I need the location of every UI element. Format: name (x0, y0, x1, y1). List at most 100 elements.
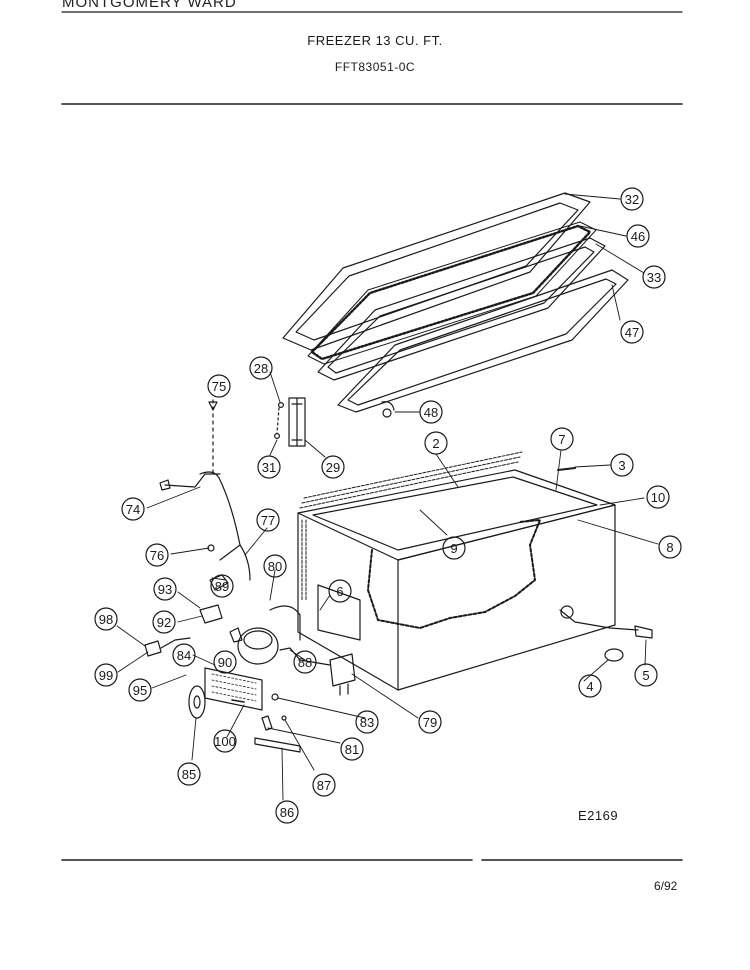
lid-inner-panel-edge (327, 246, 595, 374)
grommet-83 (271, 693, 279, 701)
callout-label: 92 (157, 615, 171, 630)
callout-label: 83 (360, 715, 374, 730)
revision-date: 6/92 (654, 879, 678, 893)
callout-46: 46 (626, 224, 650, 248)
callout-9: 9 (442, 536, 466, 560)
callout-92: 92 (152, 610, 176, 634)
cord-plug-lead (164, 473, 221, 488)
callout-label: 46 (631, 229, 645, 244)
cord-plug (159, 479, 171, 491)
cord-retainer-89 (209, 574, 229, 591)
callout-85: 85 (177, 762, 201, 786)
callout-28: 28 (249, 356, 273, 380)
callout-4: 4 (578, 674, 602, 698)
callout-label: 99 (99, 668, 113, 683)
lid-assembly (282, 192, 629, 418)
callout-99: 99 (94, 663, 118, 687)
callout-label: 85 (182, 767, 196, 782)
drain-cap-5 (634, 625, 653, 639)
callout-76: 76 (145, 543, 169, 567)
callout-label: 79 (423, 715, 437, 730)
cord-block-98 (144, 640, 162, 657)
service-tube-88 (279, 647, 331, 666)
liner-cutaway (367, 519, 541, 629)
lid-outer-inner-edge (295, 202, 579, 341)
callout-label: 33 (647, 270, 661, 285)
callout-label: 47 (625, 325, 639, 340)
lid-inner-panel (317, 237, 606, 381)
callout-label: 98 (99, 612, 113, 627)
callout-label: 75 (212, 379, 226, 394)
cabinet-side-face (397, 504, 616, 691)
drain-plug (560, 605, 574, 619)
callout-label: 48 (424, 405, 438, 420)
lid-liner (307, 221, 597, 365)
callout-label: 28 (254, 361, 268, 376)
mount-bracket (254, 737, 301, 753)
callout-label: 95 (133, 683, 147, 698)
callout-label: 90 (218, 655, 232, 670)
condenser-coils (299, 451, 523, 509)
callout-label: 84 (177, 648, 191, 663)
callout-80: 80 (263, 554, 287, 578)
callout-label: 29 (326, 460, 340, 475)
lid-outer (282, 192, 591, 351)
callout-48: 48 (419, 400, 443, 424)
refrigerant-line (269, 605, 301, 641)
callout-33: 33 (642, 265, 666, 289)
callout-7: 7 (550, 427, 574, 451)
drain-tube (559, 609, 639, 631)
callout-label: 6 (336, 584, 343, 599)
model-number: FFT83051-0C (334, 60, 416, 74)
leader-lines (116, 193, 659, 801)
callout-77: 77 (256, 508, 280, 532)
callout-79: 79 (418, 710, 442, 734)
hinge-assembly (274, 397, 306, 447)
compressor-assembly (188, 605, 356, 753)
grille-90 (204, 667, 263, 711)
control-box-79 (329, 653, 356, 687)
callout-label: 8 (666, 540, 673, 555)
callout-label: 7 (558, 432, 565, 447)
lid-fastener (381, 401, 395, 411)
rim-clip-3 (557, 467, 576, 471)
callout-label: 81 (345, 742, 359, 757)
callout-90: 90 (213, 650, 237, 674)
callout-label: 100 (214, 734, 236, 749)
mount-grommet-81 (261, 715, 273, 731)
callout-label: 87 (317, 778, 331, 793)
callout-label: 2 (432, 436, 439, 451)
callout-3: 3 (610, 453, 634, 477)
lid-screw-48 (382, 408, 392, 418)
start-relay (229, 627, 243, 643)
hinge-screw-28 (278, 402, 285, 409)
power-cord (199, 471, 251, 581)
cabinet-front-face (297, 512, 399, 691)
callout-81: 81 (340, 737, 364, 761)
callout-label: 5 (642, 668, 649, 683)
callout-87: 87 (312, 773, 336, 797)
screw-100 (231, 699, 245, 703)
relay-92 (199, 604, 223, 624)
callout-98: 98 (94, 607, 118, 631)
callout-86: 86 (275, 800, 299, 824)
fan-85 (188, 685, 206, 719)
brand-name: MONTGOMERY WARD (62, 0, 237, 11)
callout-88: 88 (293, 650, 317, 674)
callout-label: 31 (262, 460, 276, 475)
callout-8: 8 (658, 535, 682, 559)
callout-32: 32 (620, 187, 644, 211)
callout-29: 29 (321, 455, 345, 479)
callout-label: 10 (651, 490, 665, 505)
hinge-screw-31 (274, 433, 281, 440)
callout-label: 88 (298, 655, 312, 670)
callout-89: 89 (210, 574, 234, 598)
diagram-code: E2169 (578, 808, 619, 823)
callout-84: 84 (172, 643, 196, 667)
callout-75: 75 (207, 374, 231, 398)
callout-label: 74 (126, 502, 140, 517)
lid-gasket (337, 269, 629, 413)
callout-label: 93 (158, 582, 172, 597)
